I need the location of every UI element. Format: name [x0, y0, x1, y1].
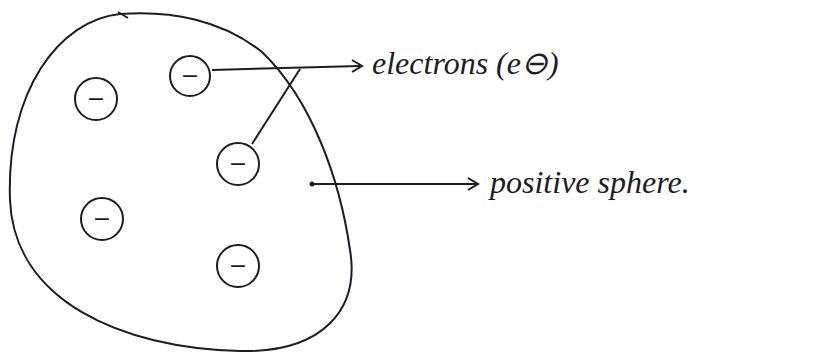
- charge-sign: −: [74, 77, 118, 121]
- sphere-label: positive sphere.: [490, 165, 690, 200]
- electron-ring: [217, 143, 259, 185]
- electron-circle: −: [80, 197, 124, 241]
- electron-ring: [170, 56, 210, 96]
- electron-circle: −: [74, 77, 118, 121]
- arrow-head: [352, 60, 362, 72]
- leader-line: [252, 69, 300, 144]
- leader-line: [212, 66, 360, 70]
- charge-sign: −: [216, 244, 260, 288]
- electrons-label: electrons (e⊖): [372, 46, 559, 81]
- outline-tick: [118, 12, 128, 18]
- arrow-head: [468, 178, 478, 190]
- leader-line: [314, 183, 476, 185]
- electron-circle: −: [216, 142, 260, 186]
- electron-ring: [217, 245, 259, 287]
- electron-ring: [81, 198, 123, 240]
- positive-sphere-outline: [10, 13, 352, 351]
- charge-sign: −: [216, 142, 260, 186]
- charge-sign: −: [80, 197, 124, 241]
- charge-sign: −: [169, 55, 211, 97]
- electron-ring: [75, 78, 117, 120]
- leader-dot: [310, 182, 315, 187]
- electron-circle: −: [169, 55, 211, 97]
- electron-circle: −: [216, 244, 260, 288]
